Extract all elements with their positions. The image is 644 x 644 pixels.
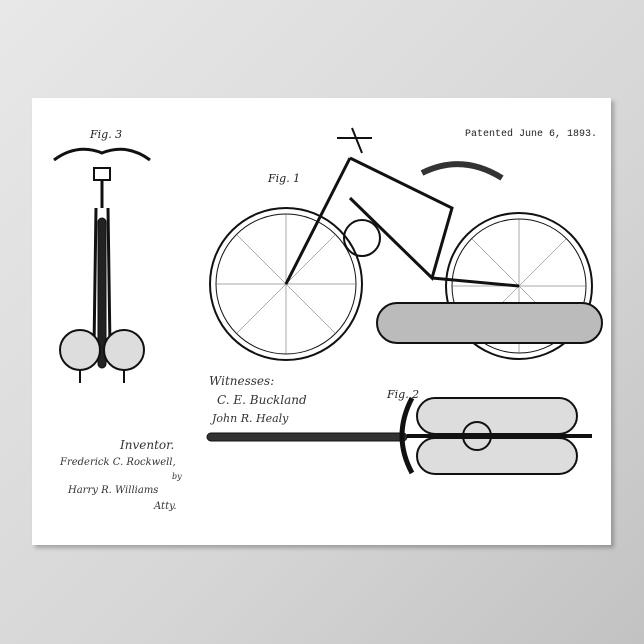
patent-drawing-sheet: Patented June 6, 1893. Fig. 3 Fig. 1 Fig… <box>32 98 611 545</box>
fig-1-side-view <box>210 128 602 360</box>
bicycle-drawings <box>32 98 611 545</box>
fig-2-top-view <box>207 398 592 474</box>
fig-3-front-view <box>54 149 150 383</box>
